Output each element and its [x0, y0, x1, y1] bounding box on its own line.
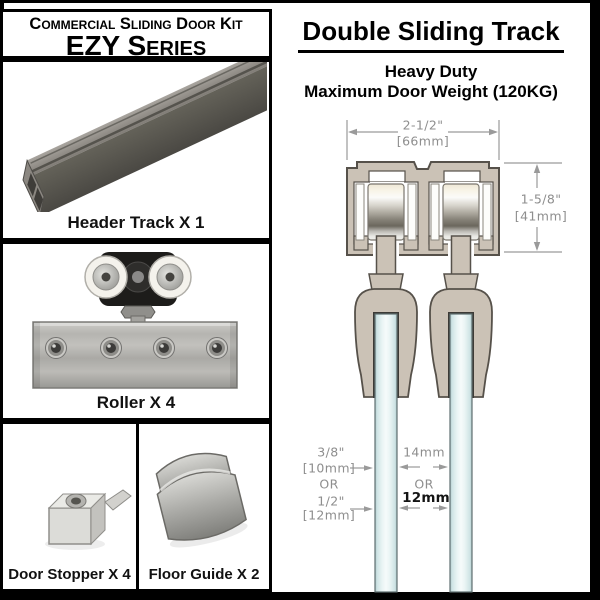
floor-guide-box: Floor Guide X 2: [136, 421, 272, 592]
door-stopper-photo: [45, 489, 132, 550]
kit-title-line1: Commercial Sliding Door Kit: [29, 15, 243, 33]
plate-highlight: [34, 323, 236, 326]
dimension-lines: [346, 120, 562, 512]
track-end-channel-1: [27, 173, 37, 197]
door-stopper-box: Door Stopper X 4: [0, 421, 139, 592]
glass-clamp-plate: [32, 321, 238, 389]
dim-glass-1-in: 3/8": [317, 444, 345, 460]
track-groove-1: [28, 62, 267, 175]
hanger-left: [354, 235, 418, 398]
dim-gap-2: 12mm: [402, 490, 450, 506]
plate-edge-left: [33, 322, 40, 388]
dim-glass-1-mm: [10mm]: [302, 460, 356, 476]
dim-glass-or: OR: [319, 476, 339, 492]
roller-box: Roller X 4: [0, 241, 272, 421]
dim-gap-or: OR: [414, 476, 434, 492]
dim-track-width-mm: [66mm]: [396, 133, 450, 149]
header-track-photo: [22, 62, 267, 212]
stopper-screw-center: [71, 497, 81, 505]
floor-guide: [155, 452, 248, 548]
clamp-slot-right: [448, 312, 474, 398]
carriage-bolt: [132, 271, 144, 283]
plate-edge-right: [230, 322, 237, 388]
wheel-screw-right: [165, 272, 175, 282]
stopper-tab: [104, 489, 132, 511]
glass-clamp-left: [354, 288, 418, 398]
dim-track-height-in: 1-5/8": [520, 191, 562, 207]
dim-glass-2-mm: [12mm]: [302, 507, 356, 523]
dim-track-width-in: 2-1/2": [402, 117, 444, 133]
guide-front-wall: [156, 471, 247, 541]
floor-guide-label: Floor Guide X 2: [148, 566, 260, 583]
plate-screws: [45, 337, 228, 359]
dim-track-height-mm: [41mm]: [514, 208, 568, 224]
frame-top: [0, 0, 600, 3]
header-track-box: Header Track X 1: [0, 59, 272, 241]
glass-panel-right: [449, 313, 473, 593]
right-title: Double Sliding Track: [298, 16, 564, 53]
track-profile: [346, 161, 500, 256]
glass-panel-left: [374, 313, 398, 593]
floor-guide-photo: [155, 452, 248, 548]
frame-bottom: [0, 592, 600, 600]
section-wheels: [355, 183, 492, 241]
subtitle-max-weight: Maximum Door Weight (120KG): [304, 82, 558, 101]
door-stopper-label: Door Stopper X 4: [8, 566, 131, 583]
clamp-slot-left: [373, 312, 399, 398]
roller-photo: [32, 252, 238, 389]
wheel-screw-left: [101, 272, 111, 282]
roller-carriage: [84, 252, 192, 325]
frame-right: [590, 0, 600, 600]
glass-clamp-right: [429, 288, 493, 398]
kit-title-line2: EZY Series: [65, 30, 207, 61]
kit-title-box: Commercial Sliding Door Kit EZY Series: [0, 9, 272, 61]
track-end-channel-2: [34, 187, 44, 211]
subtitle-heavy-duty: Heavy Duty: [384, 62, 478, 81]
dim-glass-2-in: 1/2": [317, 493, 345, 509]
hanger-nut: [120, 305, 156, 319]
guide-highlight: [159, 468, 231, 492]
track-front-face: [23, 62, 267, 212]
stopper-body-front: [48, 507, 92, 545]
door-stopper: [45, 489, 132, 550]
stopper-body-side: [90, 492, 106, 546]
hanger-right: [429, 235, 493, 398]
track-cavities: [353, 170, 494, 258]
roller-label: Roller X 4: [96, 393, 176, 412]
right-title-wrap: Double Sliding Track: [272, 16, 590, 53]
header-track-label: Header Track X 1: [67, 213, 205, 232]
track-groove-2: [30, 62, 267, 164]
dim-gap-1: 14mm: [403, 444, 445, 460]
clamp-plate: [32, 321, 238, 389]
